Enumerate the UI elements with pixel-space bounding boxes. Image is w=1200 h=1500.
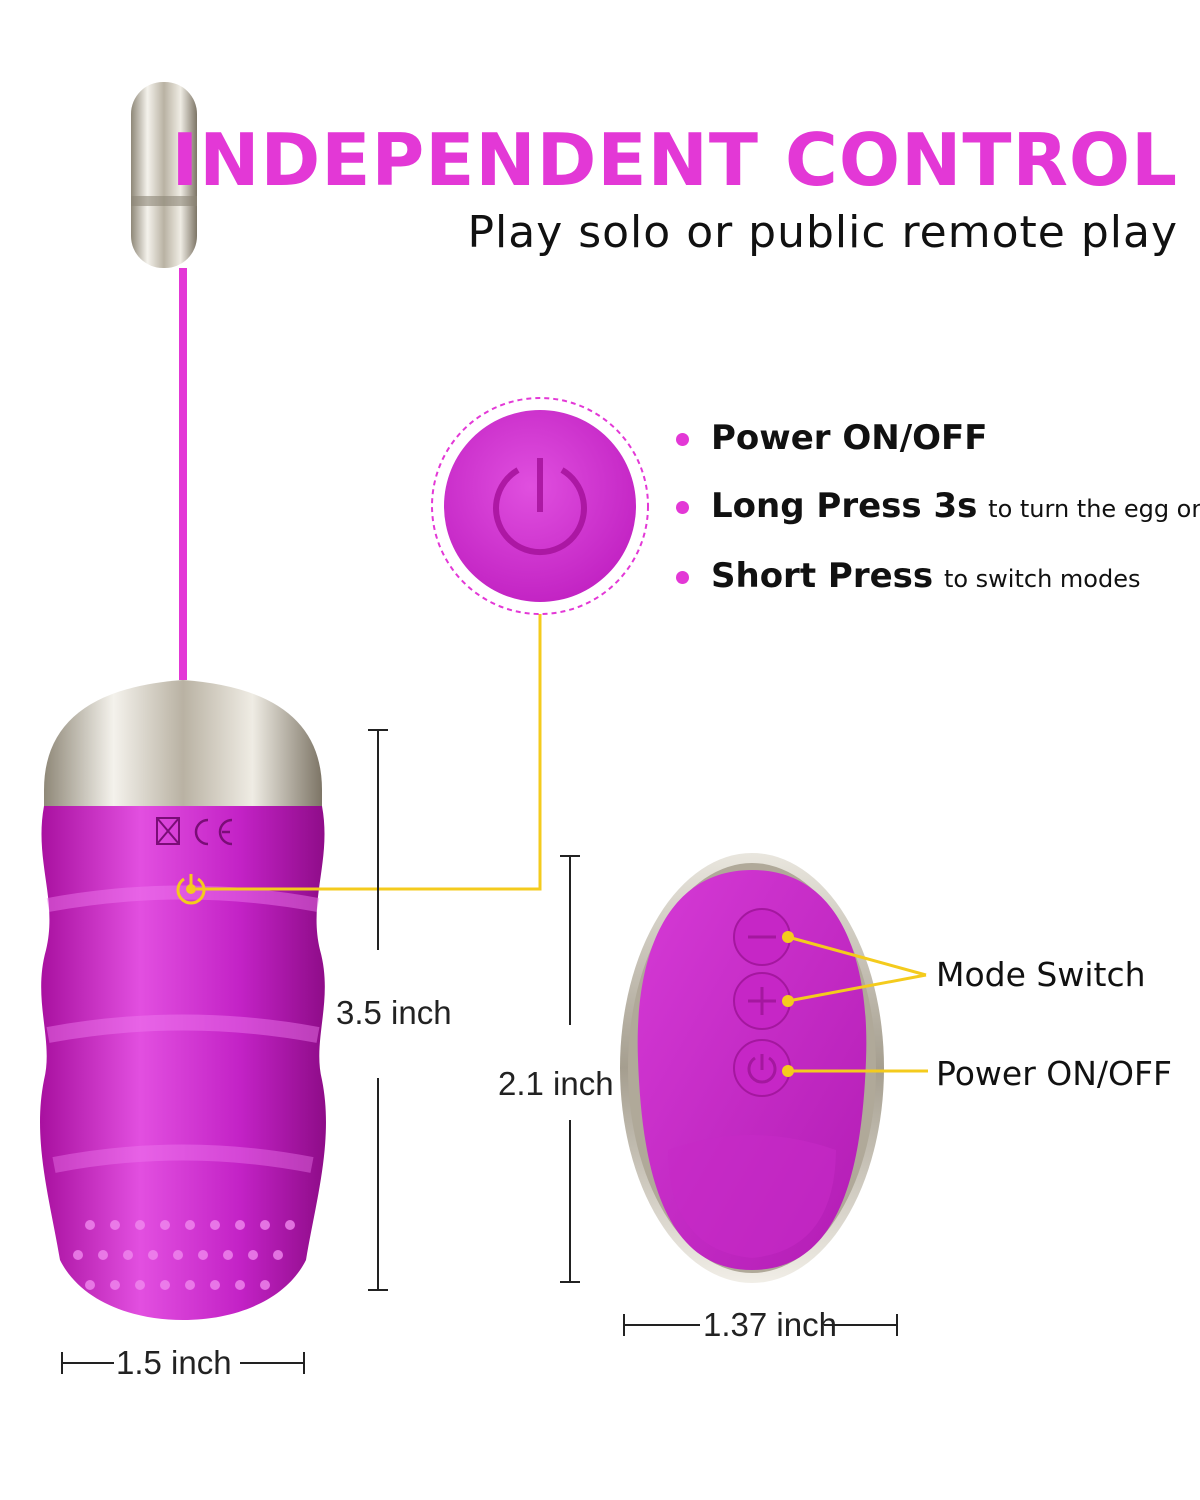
plus-icon [748, 987, 776, 1015]
bullet-icon [676, 433, 689, 446]
leader-line [196, 614, 542, 891]
feature-detail: to switch modes [943, 565, 1141, 593]
ce-mark-icon [194, 818, 233, 846]
feature-item: Power ON/OFF [676, 418, 987, 458]
remote-height-label: 2.1 inch [498, 1065, 614, 1102]
antenna-tip-icon [131, 82, 197, 268]
remote-power-button [733, 1039, 791, 1097]
bullet-icon [676, 571, 689, 584]
bullet-icon [676, 501, 689, 514]
feature-item: Short Press to switch modes [676, 556, 1141, 596]
headline: INDEPENDENT CONTROL [171, 118, 1178, 202]
feature-bold: Short Press [711, 556, 934, 596]
feature-item: Long Press 3s to turn the egg on [676, 486, 1200, 526]
egg-width-label: 1.5 inch [116, 1344, 232, 1381]
egg-vibrator [40, 680, 326, 1320]
subline: Play solo or public remote play [467, 207, 1178, 258]
antenna-wire [179, 268, 187, 680]
mode-switch-label: Mode Switch [936, 955, 1146, 994]
power-icon [493, 458, 587, 556]
feature-detail: to turn the egg on [988, 495, 1200, 523]
remote-power-label: Power ON/OFF [936, 1054, 1172, 1093]
remote-minus-button [733, 908, 791, 966]
remote-plus-button [733, 972, 791, 1030]
egg-height-label: 3.5 inch [336, 994, 452, 1031]
feature-bold: Long Press 3s [711, 486, 978, 526]
recycle-mark-icon [156, 817, 180, 845]
feature-bold: Power ON/OFF [711, 418, 988, 458]
remote-width-label: 1.37 inch [703, 1306, 837, 1343]
